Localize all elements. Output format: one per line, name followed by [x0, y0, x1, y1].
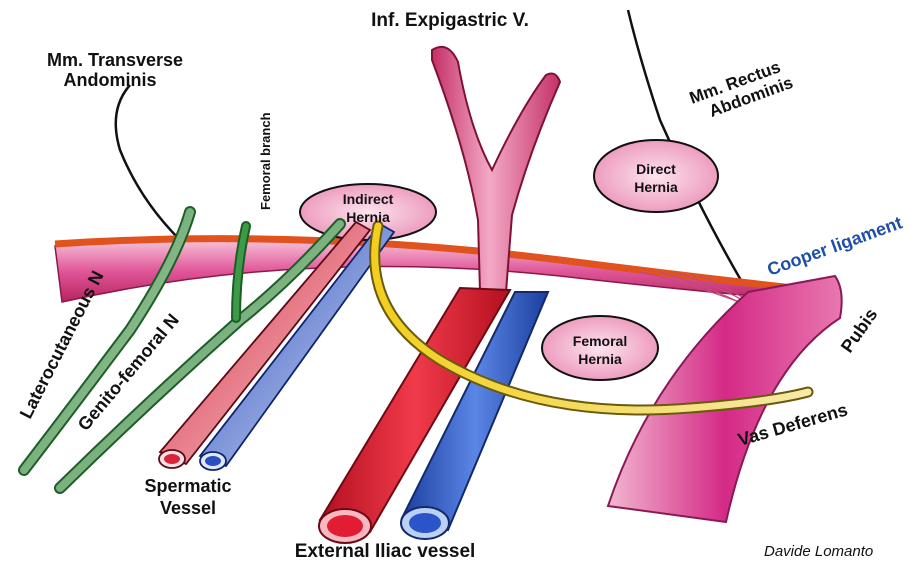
- label-pubis: Pubis: [837, 305, 881, 357]
- spermatic-artery-lumen: [164, 454, 180, 464]
- label-spermatic-2: Vessel: [160, 498, 216, 518]
- external-iliac-artery-lumen: [327, 515, 363, 537]
- label-indirect-hernia-2: Hernia: [346, 209, 390, 225]
- label-spermatic-1: Spermatic: [144, 476, 231, 496]
- label-inf-expigastric: Inf. Expigastric V.: [371, 10, 529, 31]
- pubis-bone: [608, 276, 842, 522]
- external-iliac-vein-lumen: [409, 513, 441, 533]
- label-direct-hernia-1: Direct: [636, 161, 676, 177]
- label-mm-transverse-1: Mm. Transverse: [47, 50, 183, 70]
- label-femoral-hernia-2: Hernia: [578, 351, 622, 367]
- label-mm-rectus-group: Mm. Rectus Abdominis: [687, 55, 796, 126]
- label-femoral-branch: Femoral branch: [258, 112, 273, 210]
- transverse-abdominis-line: [116, 85, 180, 240]
- spermatic-vein-lumen: [205, 456, 221, 466]
- label-direct-hernia-2: Hernia: [634, 179, 678, 195]
- label-indirect-hernia-1: Indirect: [343, 191, 394, 207]
- label-mm-transverse-2: Andominis: [64, 70, 157, 90]
- label-credit: Davide Lomanto: [764, 543, 873, 560]
- label-cooper-ligament: Cooper ligament: [765, 212, 905, 279]
- label-external-iliac: External Iliac vessel: [295, 541, 476, 562]
- label-femoral-hernia-1: Femoral: [573, 333, 627, 349]
